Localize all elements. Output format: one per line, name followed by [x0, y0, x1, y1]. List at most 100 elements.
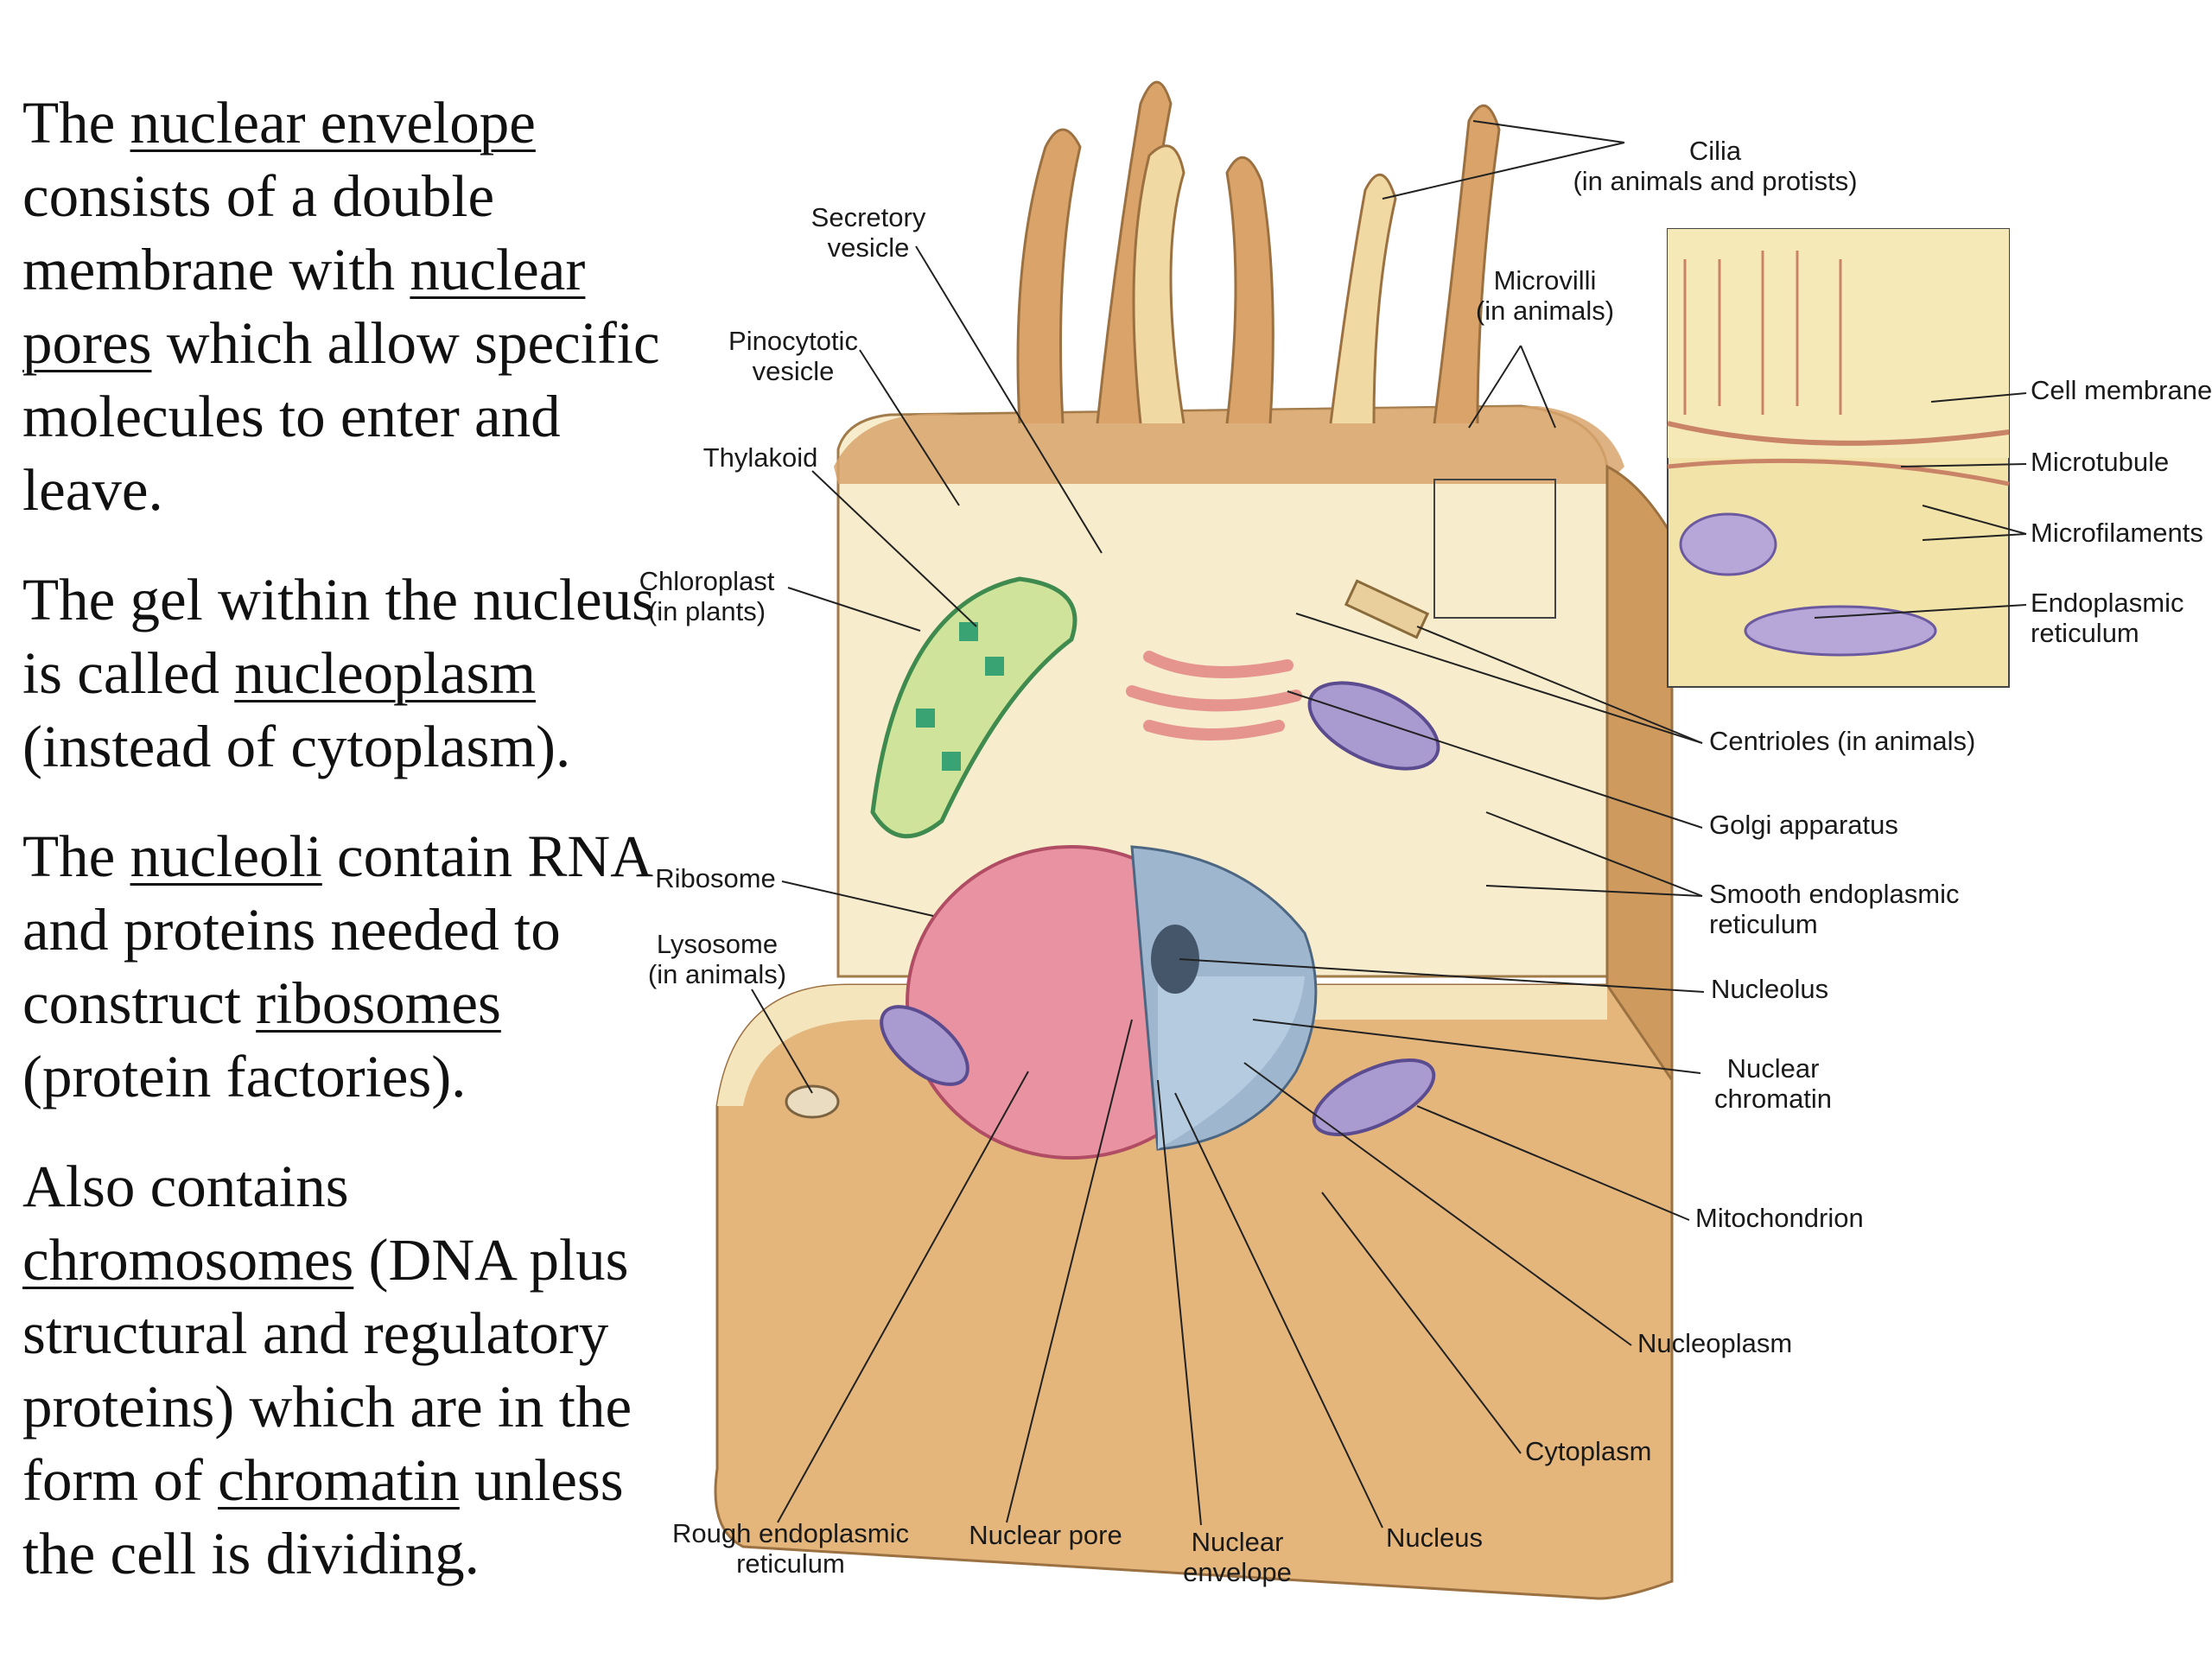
label-thylakoid: Thylakoid [703, 442, 977, 627]
label-text: Lysosome [657, 929, 778, 959]
text-run: Also contains [22, 1154, 349, 1219]
label-text: Nucleoplasm [1637, 1328, 1792, 1358]
leader-line [1520, 345, 1556, 429]
label-layer: Cilia(in animals and protists) Microvilli… [639, 120, 2212, 1587]
label-text: Secretory [811, 202, 926, 232]
leader-line [1900, 463, 2027, 467]
text-run: The gel within the nucleus is called [22, 567, 655, 706]
text-run: (protein factories). [22, 1044, 467, 1109]
label-text: Golgi apparatus [1709, 810, 1898, 840]
leader-line [1174, 1092, 1383, 1529]
label-cell-membrane: Cell membrane [1930, 375, 2212, 405]
label-text: Nuclear [1192, 1527, 1284, 1557]
leader-line [1243, 1062, 1632, 1346]
label-nucleus: Nucleus [1174, 1092, 1483, 1553]
leader-line [751, 988, 813, 1094]
leader-line [1252, 1019, 1701, 1074]
centrioles [1344, 579, 1430, 639]
leader-line [1922, 533, 2027, 541]
leader-line [859, 349, 960, 506]
label-text: Cytoplasm [1525, 1436, 1651, 1466]
cilia-group [1016, 80, 1501, 424]
cell-body [714, 228, 2010, 1600]
label-text: Rough endoplasmic [672, 1518, 909, 1548]
text-run: The [22, 823, 130, 889]
para-nucleoplasm: The gel within the nucleus is called nuc… [22, 563, 688, 784]
label-text: reticulum [2031, 618, 2139, 648]
label-nuclear-pore: Nuclear pore [969, 1019, 1133, 1550]
label-text: Thylakoid [703, 442, 818, 473]
leader-line [781, 880, 934, 917]
underlined-term: ribosomes [256, 970, 501, 1036]
para-chromosomes: Also contains chromosomes (DNA plus stru… [22, 1150, 688, 1591]
label-text: Microvilli [1494, 265, 1597, 296]
label-centrioles: Centrioles (in animals) [1295, 613, 1975, 756]
label-text: Cell membrane [2031, 375, 2212, 405]
text-run: contain RNA and proteins needed to const… [22, 823, 651, 1036]
para-nucleoli: The nucleoli contain RNA and proteins ne… [22, 820, 688, 1114]
label-text: vesicle [753, 356, 835, 386]
leader-line [1468, 345, 1522, 429]
label-text: Centrioles (in animals) [1709, 726, 1975, 756]
leader-line [1930, 392, 2027, 403]
label-text: reticulum [736, 1548, 845, 1579]
underlined-term: chromatin [218, 1447, 460, 1513]
text-run: which allow specific molecules to enter … [22, 310, 660, 523]
label-text: Chloroplast [639, 566, 775, 596]
label-chloroplast: Chloroplast(in plants) [639, 566, 921, 632]
lysosome [785, 1084, 840, 1119]
underlined-term: nuclear envelope [130, 90, 536, 156]
text-run: (DNA plus structural and regulatory prot… [22, 1227, 632, 1513]
label-text: (in animals and protists) [1573, 166, 1857, 196]
label-nucleoplasm: Nucleoplasm [1243, 1062, 1792, 1358]
label-lysosome: Lysosome(in animals) [648, 929, 813, 1094]
text-run: consists of a double membrane with [22, 163, 495, 302]
leader-line [1006, 1019, 1133, 1523]
label-text: Nuclear pore [969, 1520, 1122, 1550]
label-text: Ribosome [655, 863, 776, 893]
label-text: Pinocytotic [728, 326, 858, 356]
label-text: Nucleolus [1711, 974, 1828, 1004]
label-microvilli: Microvilli(in animals) [1468, 265, 1614, 429]
mitochondria [880, 681, 1440, 1136]
label-text: chromatin [1714, 1084, 1832, 1114]
label-golgi: Golgi apparatus [1287, 690, 1898, 840]
leader-line [1295, 613, 1703, 744]
chloroplast [870, 576, 1077, 839]
text-run: (instead of cytoplasm). [22, 714, 571, 779]
label-text: vesicle [828, 232, 910, 263]
underlined-term: nuclear pores [22, 237, 586, 376]
leader-line [1157, 1079, 1202, 1526]
leader-line [915, 245, 1103, 554]
label-text: Nucleus [1386, 1522, 1483, 1553]
label-text: (in plants) [648, 596, 766, 626]
label-text: (in animals) [648, 959, 786, 989]
label-text: (in animals) [1476, 296, 1614, 326]
label-text: Endoplasmic [2031, 588, 2183, 618]
leader-line [1485, 885, 1703, 897]
label-text: Mitochondrion [1695, 1203, 1864, 1233]
label-text: Microtubule [2031, 447, 2169, 477]
leader-line [1287, 690, 1703, 829]
label-text: Cilia [1689, 136, 1742, 166]
golgi-apparatus [1126, 651, 1302, 741]
underlined-term: nucleoli [130, 823, 322, 889]
leader-line [1416, 626, 1703, 744]
leader-line [811, 470, 977, 627]
leader-line [1472, 120, 1625, 143]
leader-line [1382, 142, 1625, 200]
underlined-term: chromosomes [22, 1227, 354, 1293]
text-run: unless the cell is dividing. [22, 1447, 624, 1586]
leader-line [1179, 958, 1705, 993]
label-microfilaments: Microfilaments [1922, 505, 2203, 548]
label-text: envelope [1183, 1557, 1292, 1587]
label-microtubule: Microtubule [1900, 447, 2169, 477]
